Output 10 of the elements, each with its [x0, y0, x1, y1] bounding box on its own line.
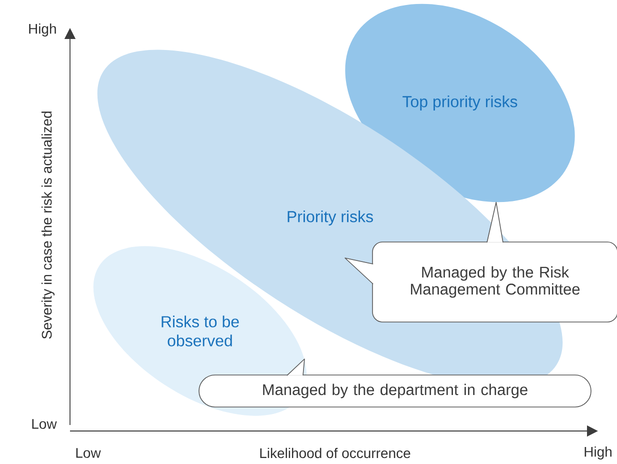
axis-label: High — [584, 446, 612, 460]
callout-pointer — [486, 202, 504, 243]
axis-label: Low — [32, 419, 57, 429]
callout-pointer — [344, 258, 374, 284]
axis-label: High — [29, 23, 56, 37]
axis-label: Low — [76, 448, 101, 458]
callout-pointer — [286, 358, 305, 376]
axis-title: Likelihood of occurrence — [260, 448, 410, 458]
axis-title: Severity in case the risk is actualized — [41, 112, 55, 339]
speech-bubble: Managed by the Risk Management Committee — [372, 242, 617, 322]
